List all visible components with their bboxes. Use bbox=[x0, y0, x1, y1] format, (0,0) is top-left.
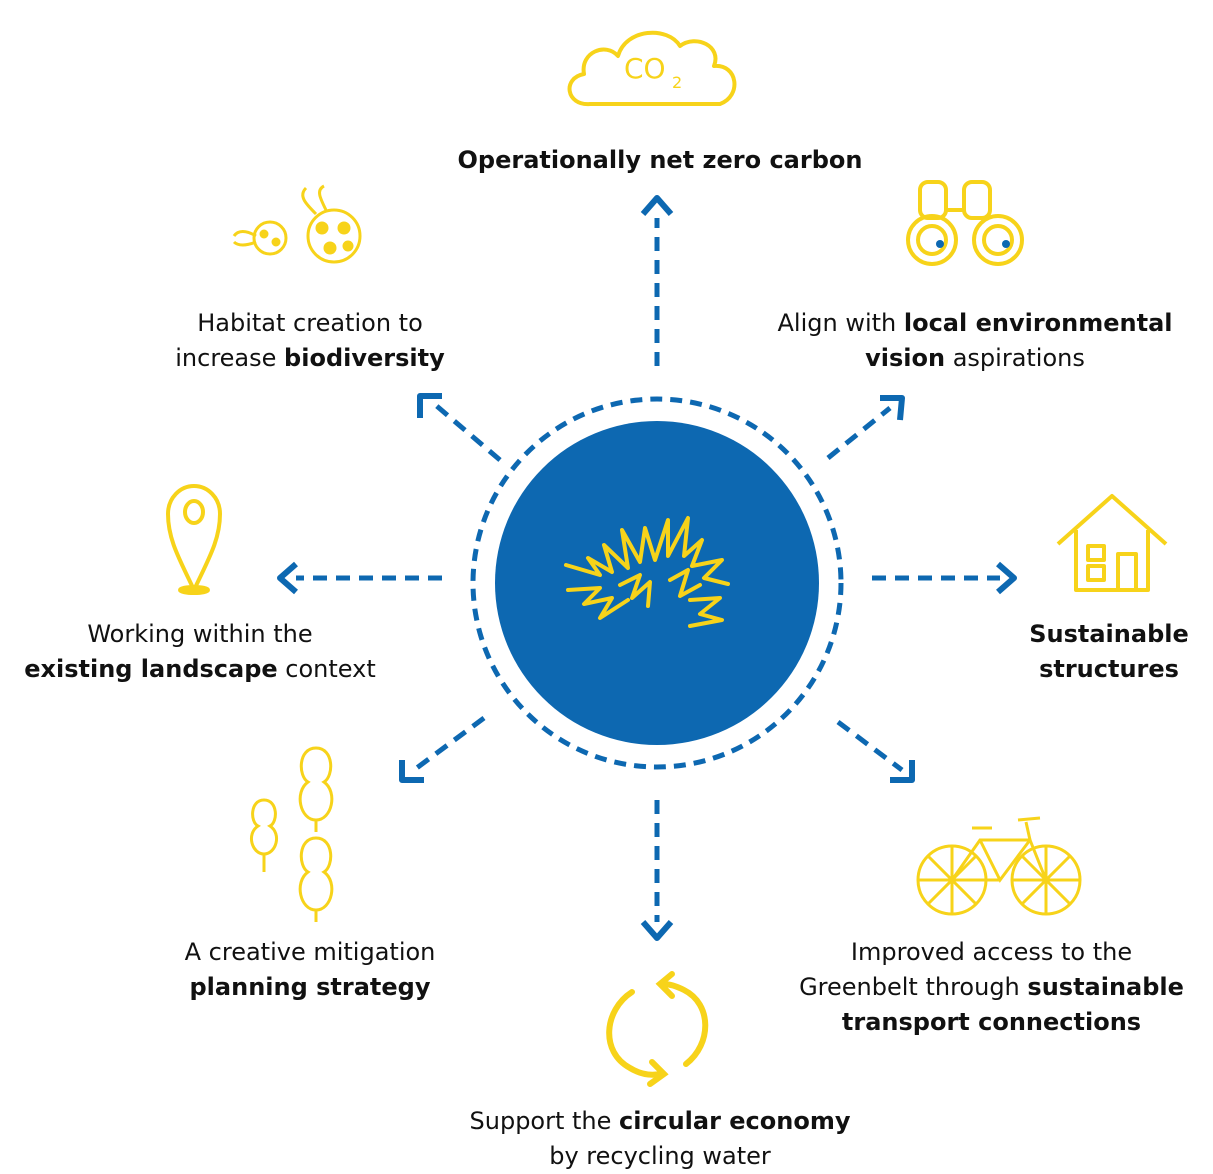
label-local-environmental-vision: Align with local environmental vision as… bbox=[740, 306, 1210, 376]
house-icon bbox=[1056, 494, 1168, 592]
w-bold: existing landscape bbox=[24, 655, 278, 683]
arrow-right bbox=[872, 561, 1017, 595]
arrow-top-right bbox=[826, 395, 905, 460]
recycle-arrows-icon bbox=[606, 971, 709, 1087]
nw-line1: Habitat creation to bbox=[197, 309, 423, 337]
arrow-bottom-left bbox=[399, 715, 486, 783]
grass-tuft-icon bbox=[564, 516, 730, 628]
e-bold2: structures bbox=[1039, 655, 1179, 683]
co2-subscript: 2 bbox=[672, 73, 682, 92]
arrow-top-left bbox=[417, 393, 502, 462]
ne-post: aspirations bbox=[945, 344, 1085, 372]
trees-icon bbox=[249, 746, 334, 922]
ne-bold: local environmental bbox=[903, 309, 1173, 337]
outer-dashed-ring bbox=[470, 396, 844, 770]
binoculars-icon bbox=[906, 180, 1024, 266]
s-bold: circular economy bbox=[619, 1107, 851, 1135]
w-post: context bbox=[277, 655, 376, 683]
ladybird-icon bbox=[232, 184, 362, 264]
arrow-bottom bbox=[640, 800, 674, 941]
sw-bold: planning strategy bbox=[189, 973, 431, 1001]
label-circular-economy: Support the circular economy by recyclin… bbox=[400, 1104, 920, 1174]
label-mitigation-strategy: A creative mitigation planning strategy bbox=[120, 935, 500, 1005]
nw-pre: increase bbox=[175, 344, 285, 372]
ne-pre: Align with bbox=[777, 309, 904, 337]
w-line1: Working within the bbox=[87, 620, 313, 648]
e-bold: Sustainable bbox=[1029, 620, 1189, 648]
label-top-text: Operationally net zero carbon bbox=[457, 146, 863, 174]
center-circle bbox=[495, 421, 819, 745]
se-line1: Improved access to the bbox=[850, 938, 1133, 966]
se-bold: sustainable bbox=[1027, 973, 1184, 1001]
sw-line1: A creative mitigation bbox=[184, 938, 436, 966]
bicycle-icon bbox=[916, 816, 1082, 916]
label-sustainable-transport: Improved access to the Greenbelt through… bbox=[770, 935, 1213, 1040]
label-net-zero-carbon: Operationally net zero carbon bbox=[380, 143, 940, 178]
arrow-bottom-right bbox=[836, 720, 915, 783]
label-sustainable-structures: Sustainable structures bbox=[1005, 617, 1213, 687]
s-pre: Support the bbox=[469, 1107, 620, 1135]
arrow-top bbox=[640, 195, 674, 366]
map-pin-icon bbox=[165, 483, 223, 595]
ne-bold2: vision bbox=[865, 344, 946, 372]
label-biodiversity: Habitat creation to increase biodiversit… bbox=[120, 306, 500, 376]
nw-bold: biodiversity bbox=[284, 344, 445, 372]
se-pre: Greenbelt through bbox=[799, 973, 1028, 1001]
se-bold2: transport connections bbox=[841, 1008, 1142, 1036]
label-existing-landscape: Working within the existing landscape co… bbox=[0, 617, 400, 687]
s-line2: by recycling water bbox=[549, 1142, 771, 1170]
arrow-left bbox=[277, 561, 442, 595]
co2-text: CO bbox=[624, 52, 666, 85]
co2-cloud-icon: CO 2 bbox=[567, 30, 737, 107]
